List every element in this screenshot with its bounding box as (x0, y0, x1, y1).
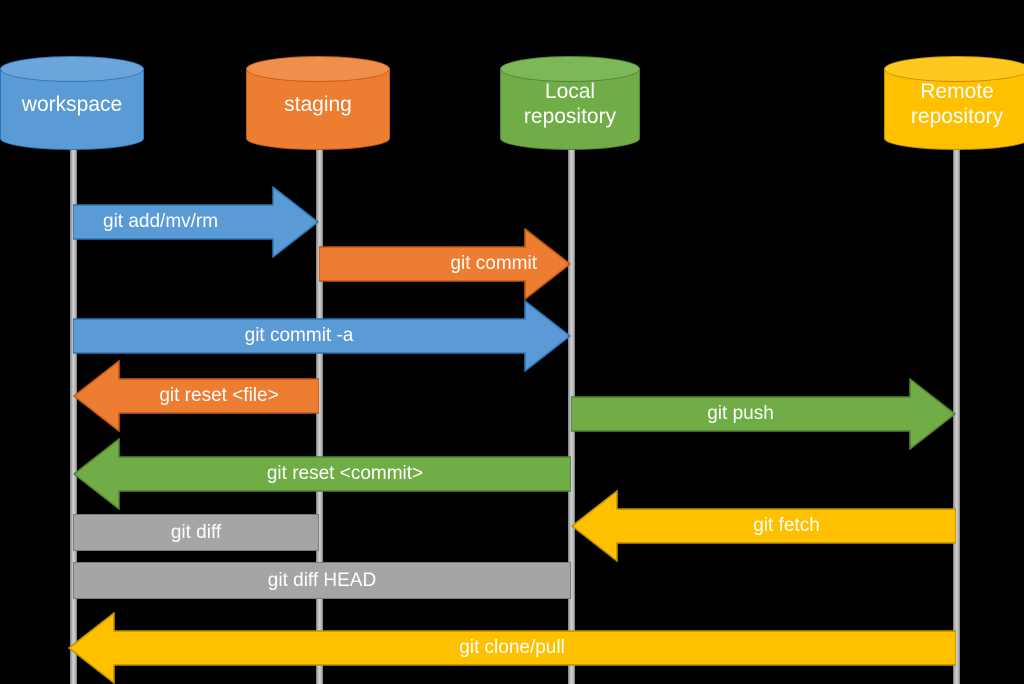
arrow-shape (571, 378, 956, 450)
node-label-remote-repository: Remote repository (884, 56, 1024, 138)
bar-label: git diff HEAD (267, 569, 377, 591)
arrow-shape (73, 186, 319, 258)
node-label-line1: Local (544, 80, 596, 103)
bar-label: git diff (170, 521, 222, 543)
node-local-repository[interactable]: Local repository (500, 56, 640, 150)
lifeline-remote-repository (953, 130, 960, 684)
node-label-line1: Remote (920, 80, 994, 103)
cylinder-top (500, 56, 640, 82)
arrow-git-commit[interactable]: git commit (319, 228, 571, 300)
arrow-git-fetch[interactable]: git fetch (571, 490, 956, 562)
arrow-shape (68, 612, 956, 684)
arrow-git-reset-file[interactable]: git reset <file> (73, 360, 319, 432)
node-label-staging: staging (284, 92, 352, 116)
arrow-git-reset-commit[interactable]: git reset <commit> (73, 438, 571, 510)
lifeline-workspace (70, 130, 77, 684)
node-workspace[interactable]: workspace (0, 56, 144, 150)
arrow-git-clone-pull[interactable]: git clone/pull (68, 612, 956, 684)
cylinder-top (0, 56, 144, 82)
node-label-line2: repository (523, 105, 617, 128)
arrow-shape (571, 490, 956, 562)
bar-git-diff[interactable]: git diff (73, 514, 319, 551)
node-remote-repository[interactable]: Remote repository (884, 56, 1024, 150)
arrow-shape (73, 438, 571, 510)
arrow-shape (319, 228, 571, 300)
arrow-shape (73, 360, 319, 432)
node-label-line2: repository (910, 105, 1004, 128)
node-staging[interactable]: staging (246, 56, 390, 150)
arrow-shape (73, 300, 571, 372)
bar-git-diff-head[interactable]: git diff HEAD (73, 562, 571, 599)
node-label-local-repository: Local repository (500, 56, 640, 138)
arrow-git-add[interactable]: git add/mv/rm (73, 186, 319, 258)
cylinder-top (884, 56, 1024, 82)
arrow-git-push[interactable]: git push (571, 378, 956, 450)
node-label-workspace: workspace (21, 92, 123, 116)
cylinder-top (246, 56, 390, 82)
